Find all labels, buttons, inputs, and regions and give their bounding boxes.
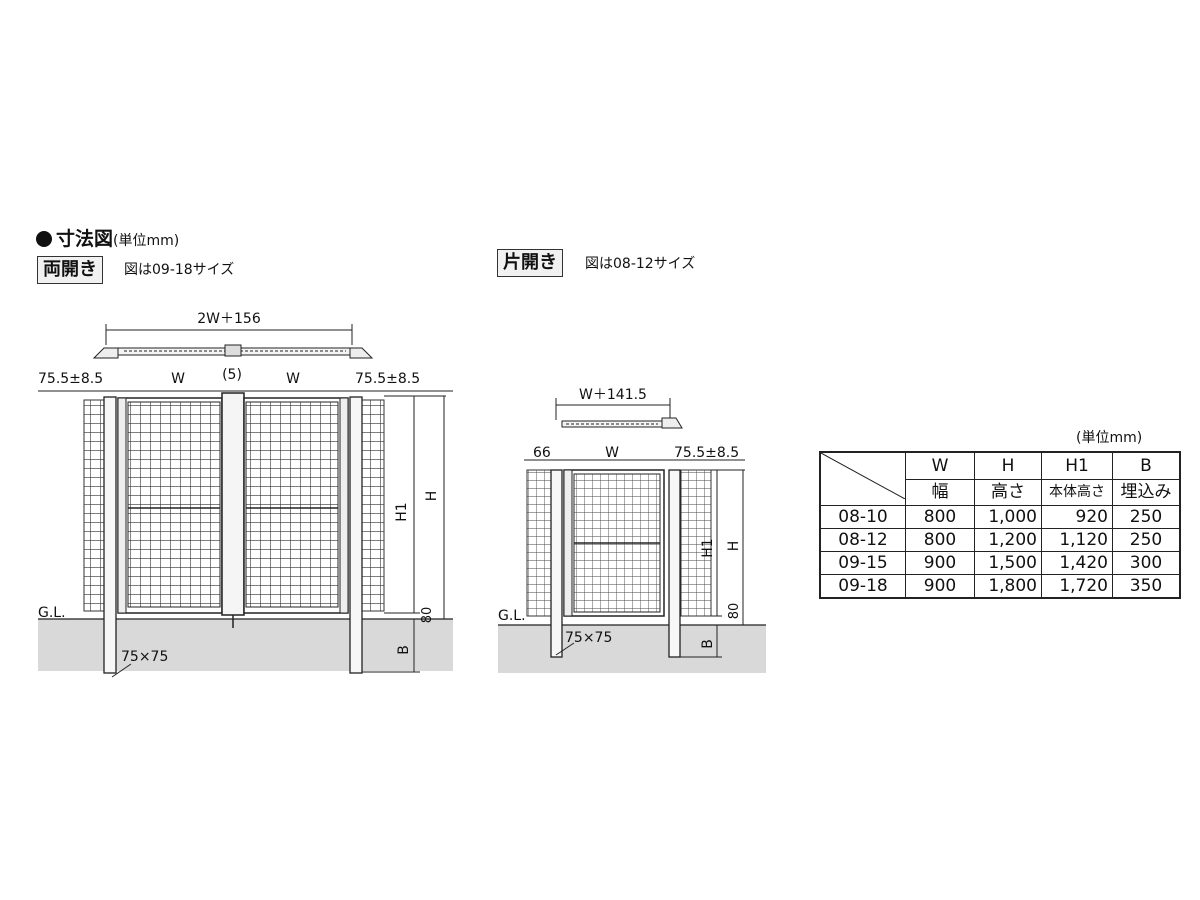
dim-right-offset: 75.5±8.5	[355, 371, 420, 387]
table-cell: 1,500	[974, 551, 1042, 575]
dim-post-size: 75×75	[121, 649, 168, 665]
table-cell-model: 08-10	[819, 505, 906, 529]
table-cell: 350	[1112, 574, 1181, 599]
ground-area	[498, 625, 766, 673]
table-row: 09-18 900 1,800 1,720 350	[819, 574, 1181, 599]
table-header: H	[974, 451, 1042, 480]
single-gate-drawing	[498, 398, 766, 673]
right-post	[668, 469, 681, 658]
dim-leaf-width: W	[605, 445, 619, 461]
dim-burial: B	[700, 639, 716, 649]
dim-height-h: H	[726, 541, 742, 552]
table-subheader: 本体高さ	[1041, 478, 1113, 507]
table-header: W	[905, 451, 975, 480]
table-cell: 1,800	[974, 574, 1042, 599]
table-cell: 900	[905, 574, 975, 599]
dim-leaf-width-1: W	[171, 371, 185, 387]
single-gate-plan-view	[524, 398, 745, 461]
dim-left-offset: 66	[533, 445, 551, 461]
dim-burial: B	[396, 645, 412, 655]
double-gate-drawing	[38, 324, 453, 678]
table-cell-model: 09-15	[819, 551, 906, 575]
table-cell: 1,120	[1041, 528, 1113, 552]
diagonal-line-icon	[820, 452, 906, 500]
table-header: B	[1112, 451, 1181, 480]
table-cell: 300	[1112, 551, 1181, 575]
table-cell: 1,200	[974, 528, 1042, 552]
double-gate-note: 図は09-18サイズ	[124, 262, 235, 278]
table-subheader: 幅	[905, 478, 975, 507]
table-subheader-row: 幅 高さ 本体高さ 埋込み	[820, 478, 1181, 507]
table-cell: 250	[1112, 528, 1181, 552]
dim-leaf-width-2: W	[286, 371, 300, 387]
ground-level-label: G.L.	[498, 608, 526, 624]
table-cell: 800	[905, 505, 975, 529]
double-gate-tag: 両開き	[37, 256, 103, 284]
table-corner	[819, 451, 906, 506]
table-header: H1	[1041, 451, 1113, 480]
dim-left-offset: 75.5±8.5	[38, 371, 103, 387]
double-gate-plan-view	[38, 324, 453, 392]
table-header-row: W H H1 B	[819, 451, 1181, 506]
table-cell: 920	[1041, 505, 1113, 529]
table-cell: 1,420	[1041, 551, 1113, 575]
dim-gap: (5)	[222, 367, 242, 383]
single-gate-tag: 片開き	[497, 249, 563, 277]
title-unit: (単位mm)	[113, 233, 180, 249]
left-post	[103, 396, 117, 674]
table-cell-model: 08-12	[819, 528, 906, 552]
table-cell: 250	[1112, 505, 1181, 529]
title-text: 寸法図	[56, 228, 114, 250]
dim-clearance: 80	[420, 607, 435, 624]
bullet-icon	[36, 231, 52, 247]
table-subheader: 高さ	[974, 478, 1042, 507]
dim-total-width: W＋141.5	[579, 387, 647, 403]
single-gate-note: 図は08-12サイズ	[585, 256, 696, 272]
page-title: 寸法図(単位mm)	[36, 224, 179, 251]
table-row: 08-12 800 1,200 1,120 250	[819, 528, 1181, 552]
dim-height-h1: H1	[700, 538, 716, 557]
table-unit: (単位mm)	[1076, 430, 1143, 446]
table-cell: 1,000	[974, 505, 1042, 529]
dim-total-width: 2W＋156	[197, 311, 261, 327]
left-post	[550, 469, 563, 658]
dim-height-h: H	[424, 491, 440, 502]
ground-level-label: G.L.	[38, 605, 66, 621]
table-cell-model: 09-18	[819, 574, 906, 599]
dim-post-size: 75×75	[565, 630, 612, 646]
dim-right-offset: 75.5±8.5	[674, 445, 739, 461]
spec-table: W H H1 B 幅 高さ 本体高さ 埋込み 08-10 800 1,000 9…	[819, 451, 1181, 599]
dim-height-h1: H1	[394, 502, 410, 521]
table-row: 09-15 900 1,500 1,420 300	[819, 551, 1181, 575]
table-subheader: 埋込み	[1112, 478, 1181, 507]
dim-clearance: 80	[727, 603, 742, 620]
table-row: 08-10 800 1,000 920 250	[819, 505, 1181, 529]
table-cell: 1,720	[1041, 574, 1113, 599]
table-cell: 800	[905, 528, 975, 552]
right-post	[349, 396, 363, 674]
ground-area	[38, 619, 453, 671]
table-cell: 900	[905, 551, 975, 575]
